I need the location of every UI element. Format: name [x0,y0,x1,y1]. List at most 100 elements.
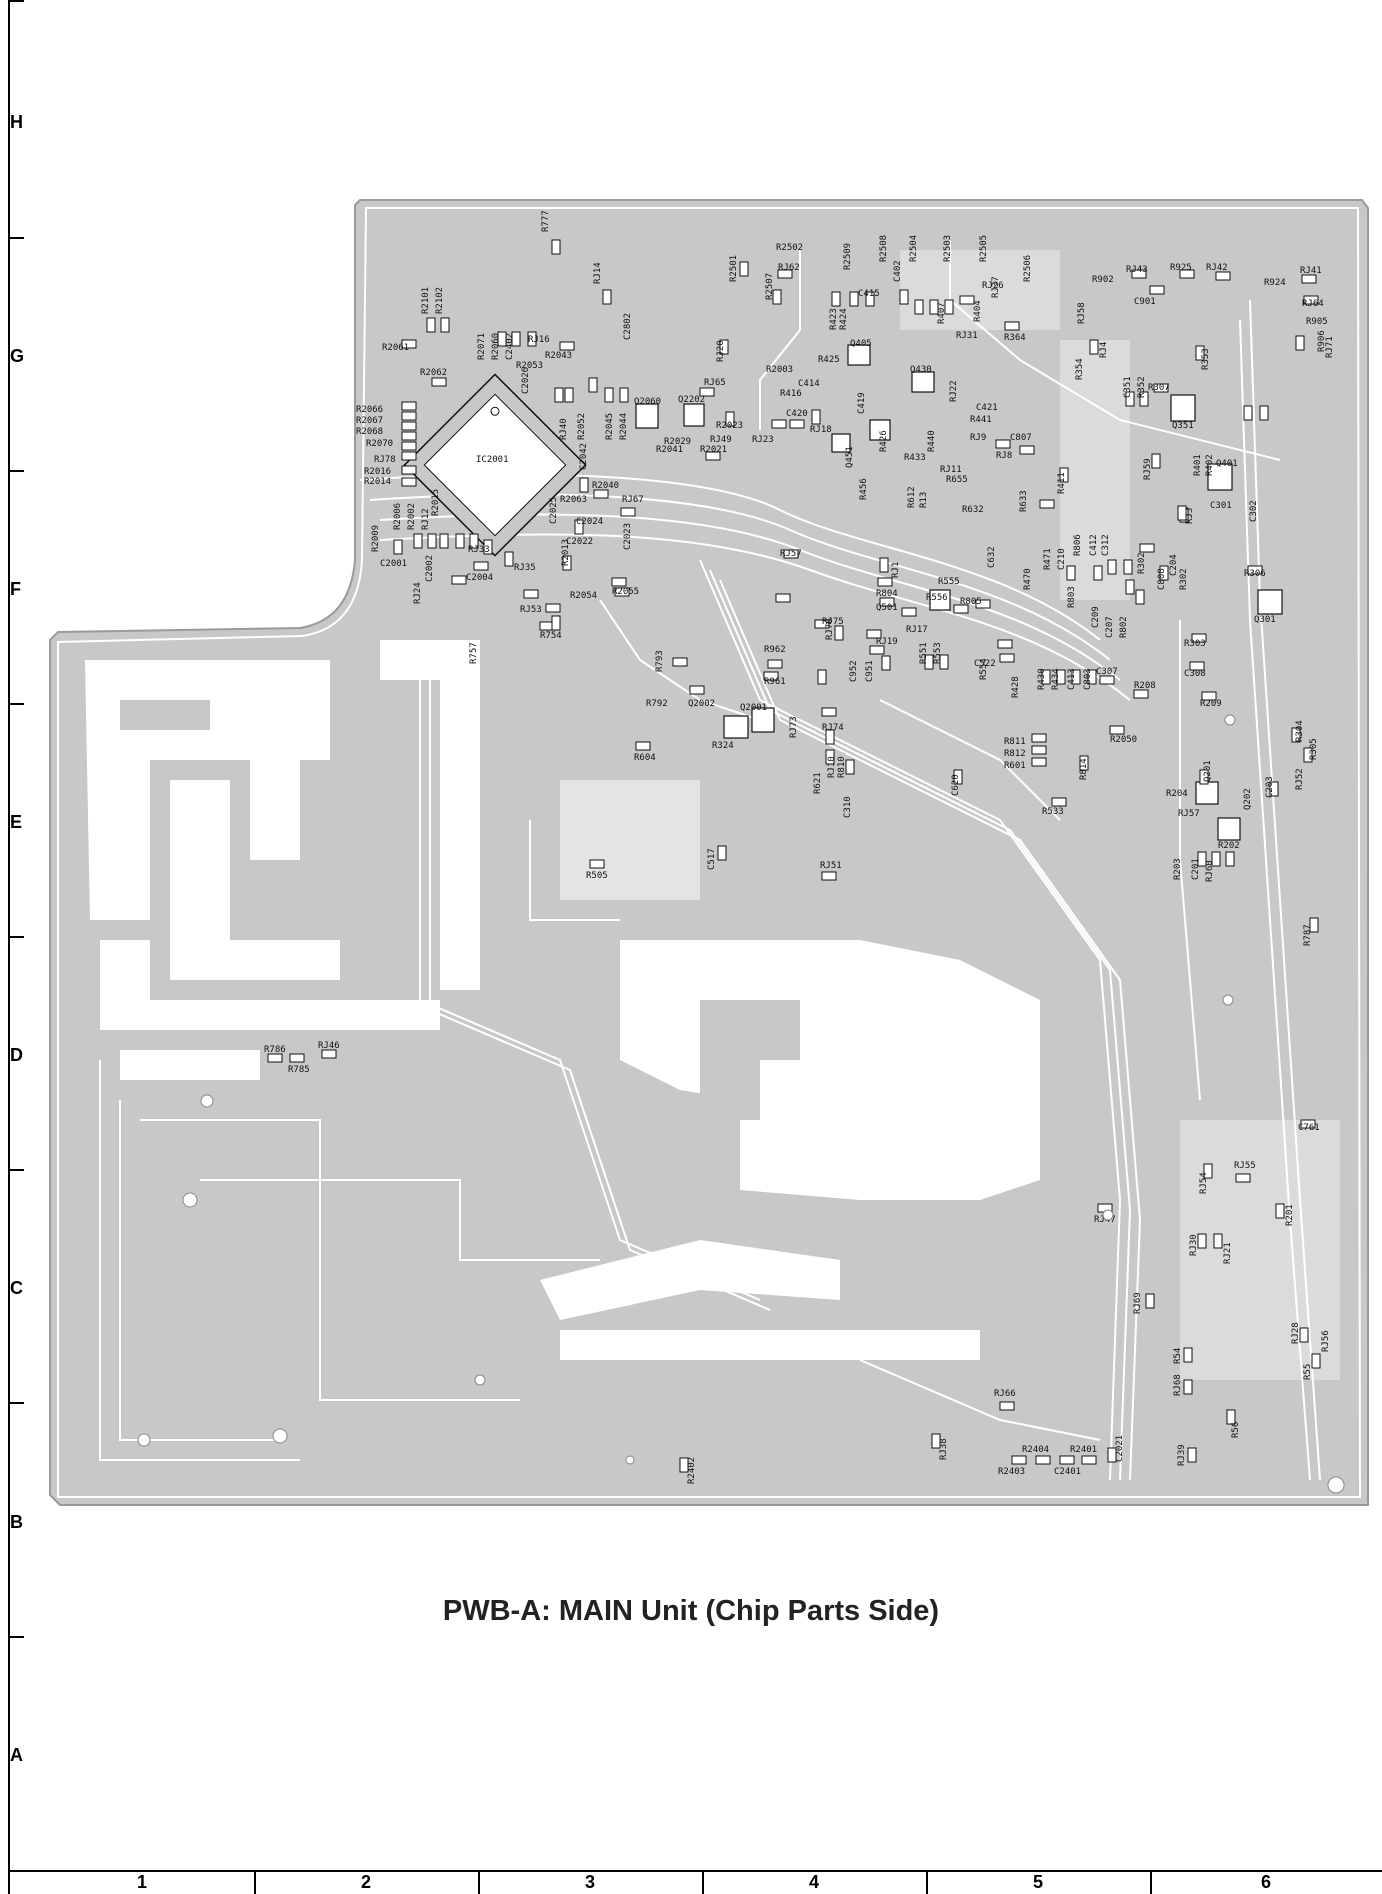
label-component: R305 [1309,738,1319,760]
row-label-e: E [10,812,23,832]
label-component: C2001 [380,559,407,569]
label-component: R806 [1073,534,1083,556]
label-component: C620 [951,774,961,796]
label-component: RJ53 [520,605,542,615]
label-component: R925 [1170,263,1192,273]
label-component: R304 [1295,720,1305,742]
label-component: R208 [1134,681,1156,691]
label-component: C308 [1184,669,1206,679]
label-component: RJ64 [1302,299,1324,309]
label-component: RJ39 [1177,1444,1187,1466]
row-tick [8,1402,24,1404]
label-component: R2009 [371,525,381,552]
label-component: R905 [1306,317,1328,327]
label-component: RJ8 [996,451,1012,461]
label-component: C307 [1096,667,1118,677]
transistor-packages [635,344,1283,841]
row-label-a: A [10,1745,23,1765]
label-component: C310 [843,796,853,818]
label-component: R2503 [943,235,953,262]
label-component: R441 [970,415,992,425]
label-component: RJ46 [318,1041,340,1051]
label-component: R792 [646,699,668,709]
label-component: R470 [1023,568,1033,590]
row-tick [8,936,24,938]
label-component: RJ60 [1205,860,1215,882]
label-component: R423 [829,308,839,330]
label-component: C808 [1157,568,1167,590]
label-component: RJ4 [1099,342,1109,358]
label-component: R2015 [431,489,441,516]
label-component: R2063 [560,495,587,505]
label-component: R2102 [435,287,445,314]
label-component: RJ67 [622,495,644,505]
label-component: C351 [1123,376,1133,398]
label-component: Q301 [1254,615,1276,625]
label-component: RJ30 [1189,1234,1199,1256]
row-label-f: F [10,579,21,599]
label-component: RJ73 [789,716,799,738]
label-component: C207 [1105,616,1115,638]
row-tick [8,1169,24,1171]
label-component: R456 [859,478,869,500]
label-component: RJ24 [413,582,423,604]
label-component: RJ54 [1199,1172,1209,1194]
label-component: C2002 [425,555,435,582]
label-component: C807 [1010,433,1032,443]
label-component: R804 [876,589,898,599]
row-tick [8,237,24,239]
label-component: C761 [1298,1123,1320,1133]
label-component: RJ26 [982,281,1004,291]
label-component: C421 [976,403,998,413]
label-component: RJ14 [593,262,603,284]
label-component: RJ17 [906,625,928,635]
label-component: RJ38 [939,1438,949,1460]
label-component: RJ57 [1178,809,1200,819]
label-component: C209 [1091,606,1101,628]
label-component: RJ78 [374,455,396,465]
col-tick [254,1870,256,1894]
label-component: R553 [933,642,943,664]
label-component: R505 [586,871,608,881]
label-component: RJ11 [940,465,962,475]
label-component: R407 [937,302,947,324]
label-component: R2002 [407,503,417,530]
label-component: R632 [962,505,984,515]
label-component: R2050 [1110,735,1137,745]
label-component: RJ51 [820,861,842,871]
label-component: RJ20 [716,340,726,362]
label-component: R303 [1184,639,1206,649]
label-component: R2062 [420,368,447,378]
label-component: R2053 [516,361,543,371]
label-component: R621 [813,772,823,794]
label-component: RJ76 [825,618,835,640]
label-component: C415 [858,289,880,299]
col-tick [1150,1870,1152,1894]
label-component: RJ62 [778,263,800,273]
label-component: RJ57 [780,549,802,559]
label-component: R56 [1231,1422,1241,1438]
label-component: R2508 [879,235,889,262]
label-component: RJ74 [822,723,844,733]
label-component: C517 [707,848,717,870]
label-component: R302 [1179,568,1189,590]
label-component: R2006 [393,503,403,530]
label-component: Q430 [910,365,932,375]
label-component: RJ16 [528,335,550,345]
label-component: RJ71 [1325,336,1335,358]
label-component: RJ55 [1234,1161,1256,1171]
label-component: R55 [1303,1364,1313,1380]
label-component: R433 [904,453,926,463]
label-component: R416 [780,389,802,399]
component-labels: R777 RJ14 C2802 R2101 R2102 R2061 R2062 … [264,210,1335,1484]
label-component: R471 [1043,548,1053,570]
diagram-caption: PWB-A: MAIN Unit (Chip Parts Side) [442,1595,940,1627]
label-component: RJ42 [1206,263,1228,273]
label-component: RJ35 [514,563,536,573]
col-label-3: 3 [584,1872,595,1892]
col-tick [702,1870,704,1894]
label-component: R401 [1193,454,1203,476]
row-label-b: B [10,1512,23,1532]
label-component: RJ40 [559,418,569,440]
